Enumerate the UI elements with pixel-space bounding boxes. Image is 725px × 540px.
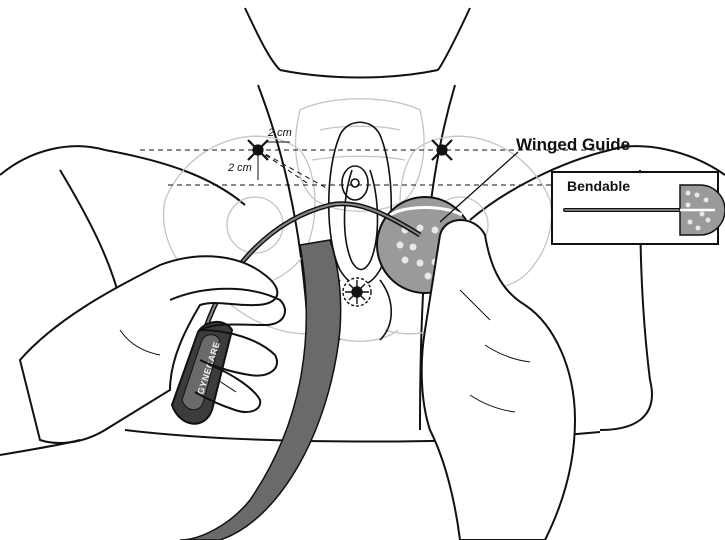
dimension-label-horizontal: 2 cm [268,127,292,139]
left-hand [0,256,285,455]
right-hand [422,220,575,540]
bendable-label: Bendable [567,178,630,194]
winged-guide-label: Winged Guide [516,135,630,155]
dimension-label-vertical: 2 cm [228,162,252,174]
anus-mark [343,278,371,306]
